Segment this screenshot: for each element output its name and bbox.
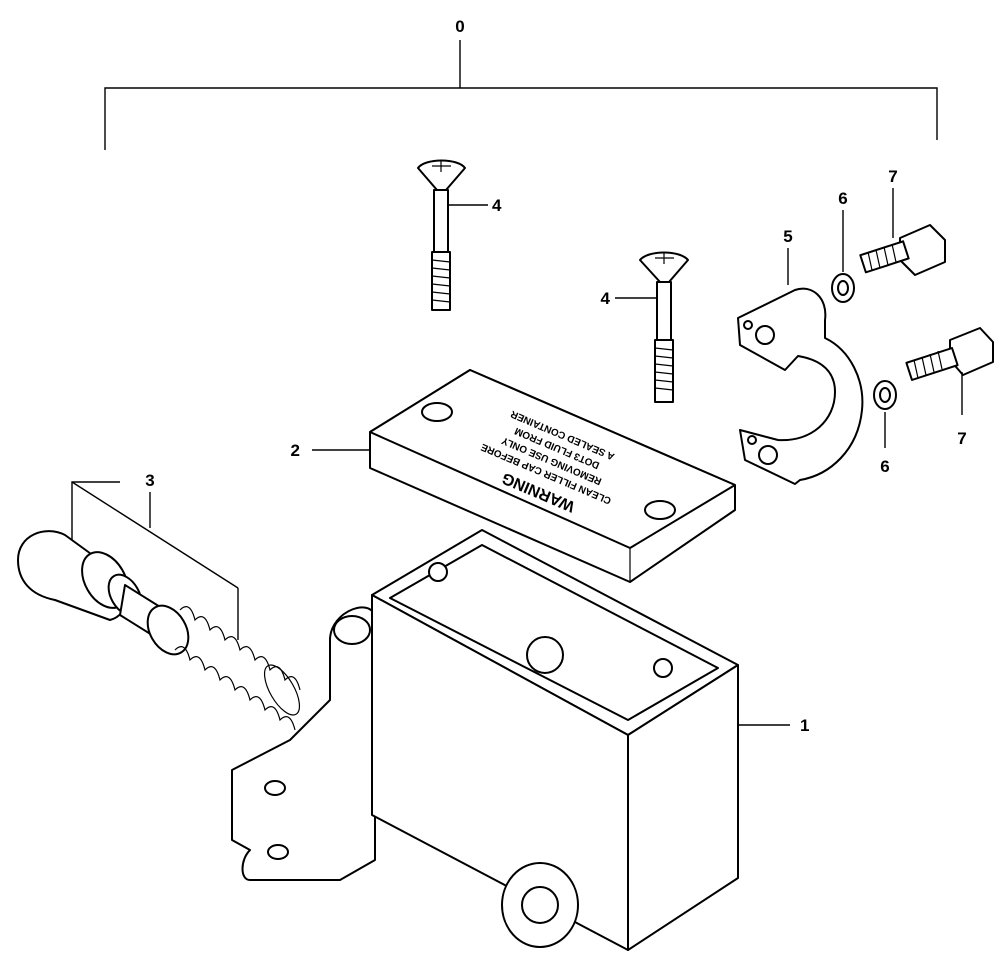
screw-left [417,159,466,311]
callout-screw-a: 4 [492,196,502,215]
callout-screw-b: 4 [601,289,611,308]
callout-bolt-b: 7 [957,429,966,448]
piston-bracket [71,481,239,640]
screw-right [639,251,689,403]
piston-assembly [17,530,301,731]
bolt-bottom [905,327,994,381]
callout-assembly: 0 [455,17,464,36]
bolt-top [859,224,946,276]
callout-cover: 2 [291,441,300,460]
clamp [737,287,864,485]
cylinder-body [231,529,739,951]
spring [174,606,301,731]
washer-bottom [873,380,897,410]
callout-washer-b: 6 [880,457,889,476]
callout-piston: 3 [145,471,154,490]
assembly-bracket [104,40,938,150]
washer-top [831,273,855,303]
callout-washer-a: 6 [838,189,847,208]
cover-plate: WARNING CLEAN FILLER CAP BEFORE REMOVING… [369,369,736,583]
callout-bolt-a: 7 [888,167,897,186]
callout-clamp: 5 [783,227,792,246]
callout-body: 1 [800,716,809,735]
